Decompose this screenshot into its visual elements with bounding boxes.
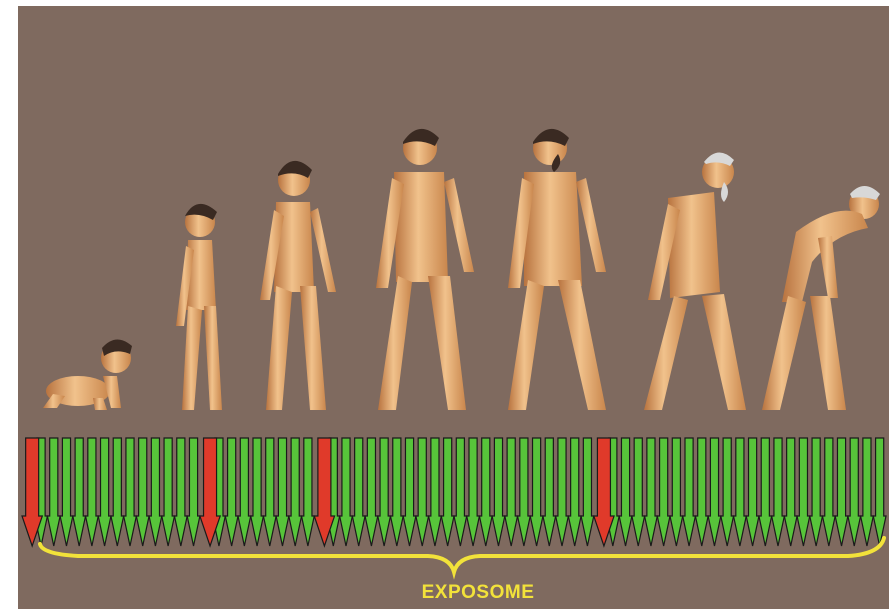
- green-exposure-arrow: [721, 438, 734, 546]
- exposome-brace: [40, 538, 884, 572]
- green-exposure-arrow: [289, 438, 302, 546]
- green-exposure-arrow: [746, 438, 759, 546]
- exposome-illustration: EXPOSOME: [18, 6, 889, 609]
- green-exposure-arrow: [441, 438, 454, 546]
- green-exposure-arrow: [403, 438, 416, 546]
- green-exposure-arrow: [619, 438, 632, 546]
- green-exposure-arrow: [670, 438, 683, 546]
- green-exposure-arrow: [454, 438, 467, 546]
- green-exposure-arrow: [149, 438, 162, 546]
- green-exposure-arrow: [98, 438, 111, 546]
- green-exposure-arrow: [543, 438, 556, 546]
- green-exposure-arrow: [47, 438, 60, 546]
- green-exposure-arrow: [302, 438, 315, 546]
- green-exposure-arrow: [848, 438, 861, 546]
- young-adult-figure: [376, 129, 474, 410]
- green-exposure-arrow: [861, 438, 874, 546]
- green-exposure-arrow: [365, 438, 378, 546]
- green-exposure-arrow: [225, 438, 238, 546]
- green-exposure-arrow: [695, 438, 708, 546]
- green-exposure-arrow: [479, 438, 492, 546]
- green-exposure-arrow: [73, 438, 86, 546]
- green-exposure-arrow: [136, 438, 149, 546]
- green-exposure-arrow: [645, 438, 658, 546]
- green-exposure-arrow: [390, 438, 403, 546]
- toddler-figure: [176, 204, 222, 410]
- green-exposure-arrow: [810, 438, 823, 546]
- green-exposure-arrow: [835, 438, 848, 546]
- infant-figure: [43, 339, 132, 410]
- green-exposure-arrow: [683, 438, 696, 546]
- elderly-figure: [762, 186, 880, 410]
- green-exposure-arrow: [759, 438, 772, 546]
- green-exposure-arrow: [352, 438, 365, 546]
- green-exposure-arrow: [632, 438, 645, 546]
- green-exposure-arrow: [581, 438, 594, 546]
- green-exposure-arrow: [568, 438, 581, 546]
- child-figure: [260, 161, 336, 410]
- green-exposure-arrow: [467, 438, 480, 546]
- exposome-label: EXPOSOME: [388, 582, 568, 604]
- green-exposure-arrow: [797, 438, 810, 546]
- green-exposure-arrow: [873, 438, 886, 546]
- green-exposure-arrow: [276, 438, 289, 546]
- green-exposure-arrow: [505, 438, 518, 546]
- green-exposure-arrow: [416, 438, 429, 546]
- green-exposure-arrow: [657, 438, 670, 546]
- green-exposure-arrow: [556, 438, 569, 546]
- green-exposure-arrow: [162, 438, 175, 546]
- green-exposure-arrow: [822, 438, 835, 546]
- green-exposure-arrow: [784, 438, 797, 546]
- green-exposure-arrow: [111, 438, 124, 546]
- green-exposure-arrow: [263, 438, 276, 546]
- green-exposure-arrow: [86, 438, 99, 546]
- green-exposure-arrow: [238, 438, 251, 546]
- adult-figure: [508, 129, 606, 410]
- green-exposure-arrow: [124, 438, 137, 546]
- green-exposure-arrow: [251, 438, 264, 546]
- green-exposure-arrow: [429, 438, 442, 546]
- green-exposure-arrow: [60, 438, 73, 546]
- green-exposure-arrow: [708, 438, 721, 546]
- green-exposure-arrow: [492, 438, 505, 546]
- green-exposure-arrow: [518, 438, 531, 546]
- human-life-stages: [43, 129, 880, 410]
- older-adult-figure: [644, 152, 746, 410]
- green-exposure-arrow: [340, 438, 353, 546]
- exposure-arrows: [22, 438, 886, 546]
- green-exposure-arrow: [187, 438, 200, 546]
- green-exposure-arrow: [734, 438, 747, 546]
- green-exposure-arrow: [174, 438, 187, 546]
- scene-svg: [18, 6, 889, 609]
- green-exposure-arrow: [378, 438, 391, 546]
- green-exposure-arrow: [772, 438, 785, 546]
- green-exposure-arrow: [530, 438, 543, 546]
